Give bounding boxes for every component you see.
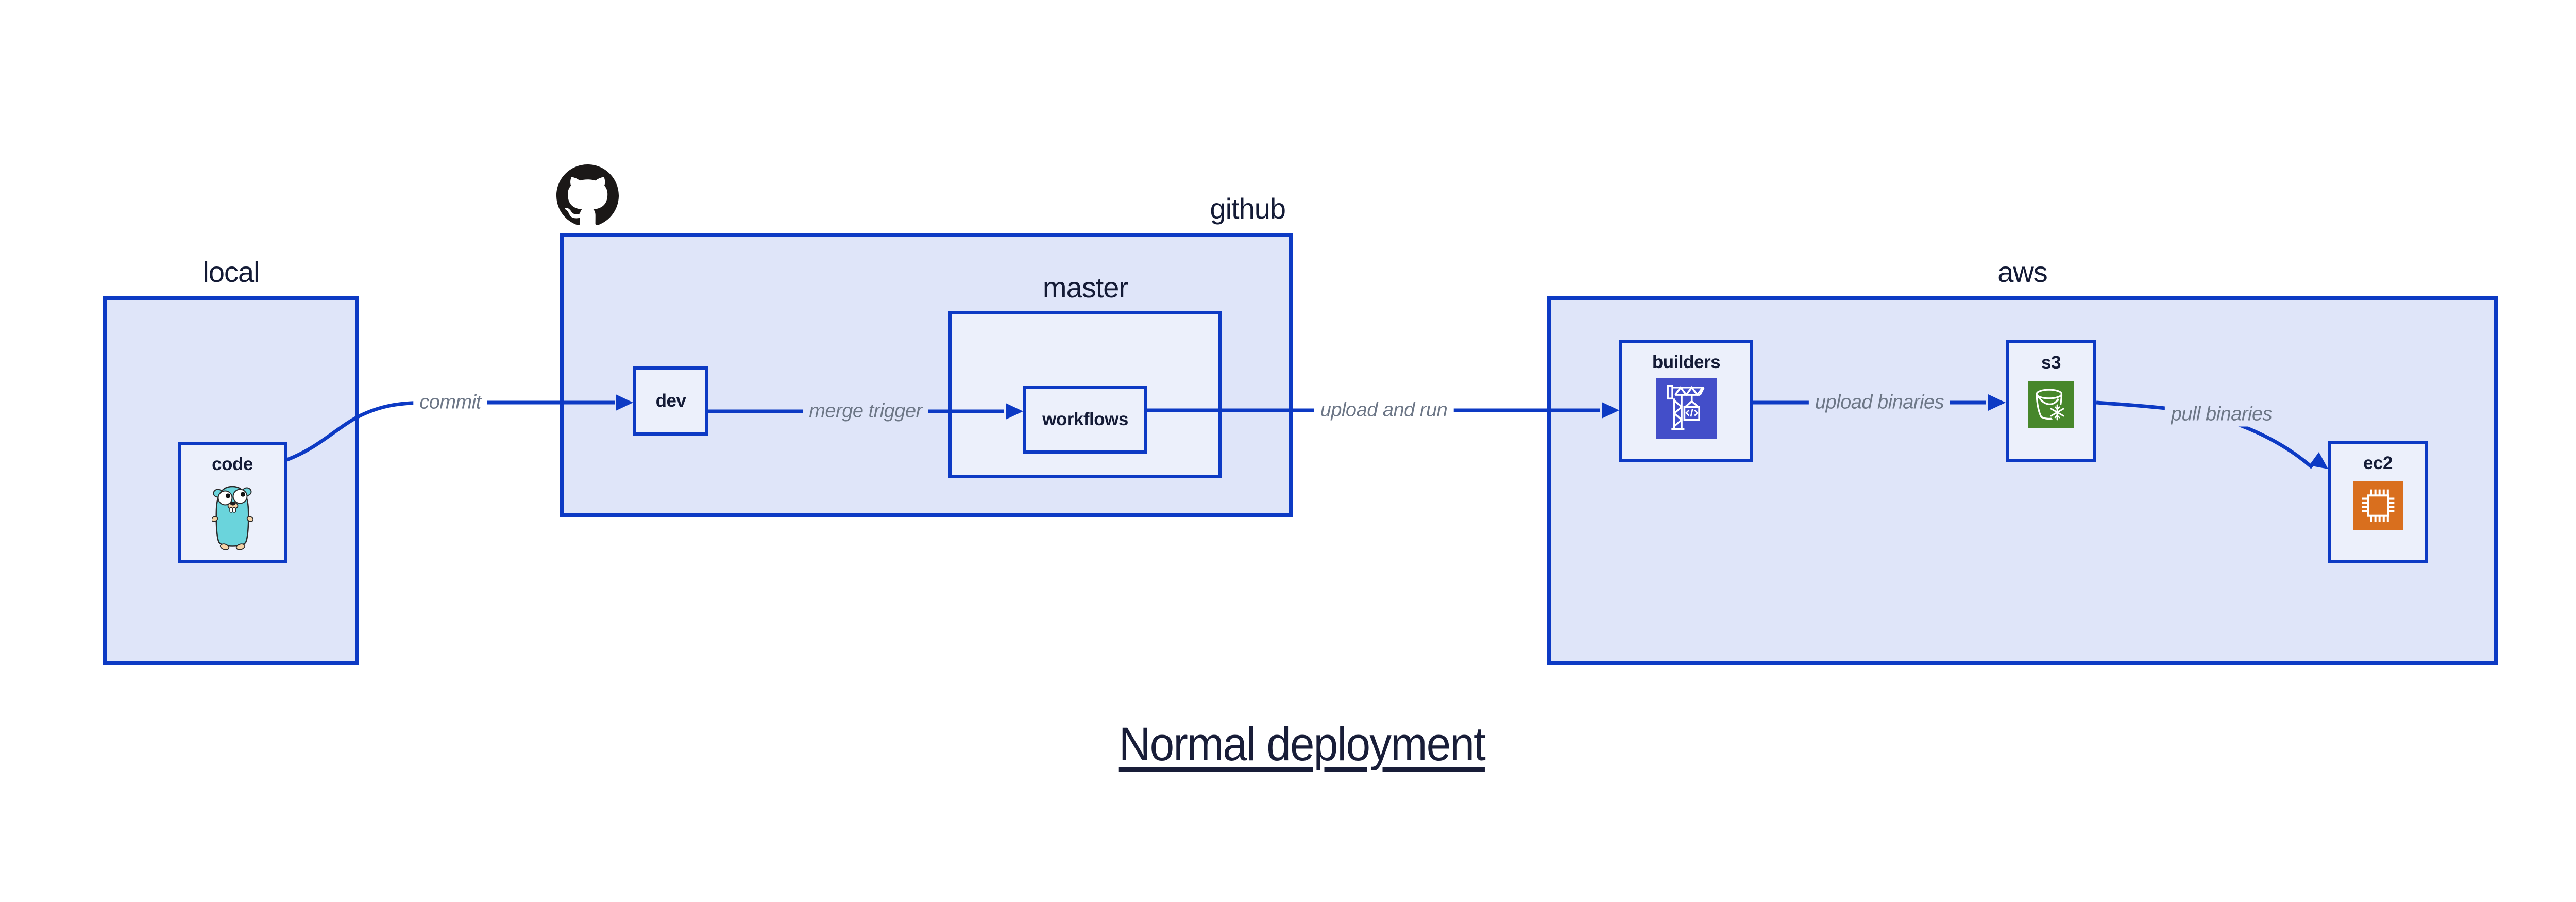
aws-cluster-label: aws xyxy=(1997,256,2048,288)
node-builders-label: builders xyxy=(1652,352,1721,372)
s3-glacier-bucket-snowflake-icon xyxy=(2036,389,2065,421)
diagram-title-text: Normal deployment xyxy=(1118,718,1486,771)
node-code: code xyxy=(178,442,287,563)
edge-upload-and-run-arrowhead xyxy=(1602,402,1619,419)
node-workflows: workflows xyxy=(1023,386,1147,454)
edge-label-upload-binaries: upload binaries xyxy=(1808,390,1951,415)
edge-commit-arrowhead xyxy=(616,394,633,411)
edge-label-upload-and-run: upload and run xyxy=(1314,398,1454,423)
diagram-title: Normal deployment xyxy=(0,717,2576,772)
node-ec2-label: ec2 xyxy=(2363,453,2393,473)
edge-upload-binaries-arrowhead xyxy=(1988,394,2006,411)
edge-label-merge-trigger: merge trigger xyxy=(803,399,928,424)
edge-label-commit: commit xyxy=(413,390,487,415)
node-s3: s3 xyxy=(2006,340,2096,462)
ec2-chip-icon xyxy=(2362,489,2394,522)
node-dev-label: dev xyxy=(655,391,686,411)
edge-commit-line xyxy=(286,400,615,462)
edge-merge-trigger-arrowhead xyxy=(1006,403,1023,420)
node-s3-label: s3 xyxy=(2041,353,2061,373)
codebuild-crane-icon xyxy=(1667,384,1705,430)
github-cluster-label: github xyxy=(1210,192,1286,225)
node-workflows-label: workflows xyxy=(1042,409,1128,429)
edge-pull-binaries-arrowhead xyxy=(2309,452,2328,469)
master-cluster-label: master xyxy=(1042,271,1128,304)
local-cluster-label: local xyxy=(202,256,260,288)
go-gopher-icon xyxy=(212,486,253,550)
node-dev: dev xyxy=(633,366,708,436)
edge-label-pull-binaries: pull binaries xyxy=(2164,402,2279,427)
node-ec2: ec2 xyxy=(2328,441,2428,563)
node-code-label: code xyxy=(212,454,253,474)
node-builders: builders xyxy=(1619,340,1753,462)
github-octocat-icon xyxy=(556,164,619,226)
